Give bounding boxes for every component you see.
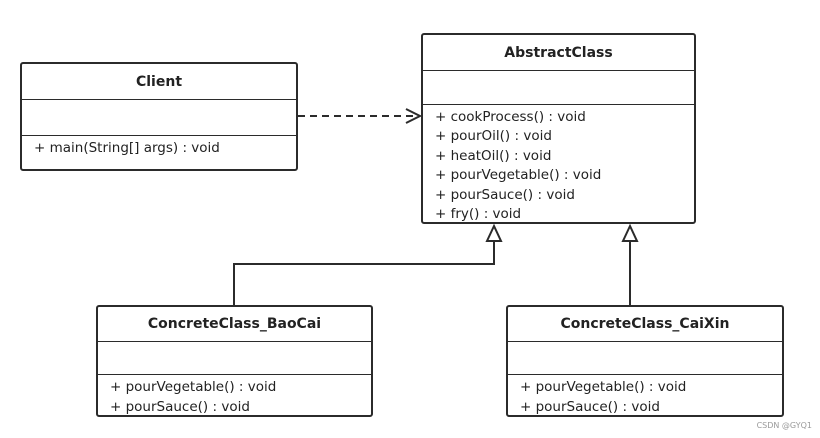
class-client[interactable]: Client + main(String[] args) : void bbox=[20, 62, 298, 171]
class-caixin-operations: + pourVegetable() : void + pourSauce() :… bbox=[508, 375, 782, 415]
operation: + fry() : void bbox=[435, 206, 522, 222]
operation: + pourVegetable() : void bbox=[435, 167, 602, 184]
operation: + main(String[] args) : void bbox=[34, 140, 220, 156]
operation: + cookProcess() : void bbox=[435, 108, 586, 125]
class-baocai-operations: + pourVegetable() : void + pourSauce() :… bbox=[98, 375, 371, 415]
class-abstract[interactable]: AbstractClass + cookProcess() : void + p… bbox=[421, 33, 696, 224]
operation: + heatOil() : void bbox=[435, 147, 552, 164]
watermark: CSDN @GYQ1 bbox=[756, 421, 812, 430]
class-baocai-attributes bbox=[98, 342, 371, 376]
operation: + pourSauce() : void bbox=[520, 398, 660, 415]
class-abstract-name: AbstractClass bbox=[423, 35, 694, 72]
operation: + pourVegetable() : void bbox=[520, 379, 687, 396]
class-client-name: Client bbox=[22, 64, 296, 100]
class-abstract-attributes bbox=[423, 71, 694, 105]
generalization-caixin-to-abstract bbox=[621, 223, 639, 305]
class-baocai-name: ConcreteClass_BaoCai bbox=[98, 307, 371, 343]
class-baocai[interactable]: ConcreteClass_BaoCai + pourVegetable() :… bbox=[96, 305, 373, 417]
class-client-operations: + main(String[] args) : void bbox=[22, 136, 296, 159]
class-caixin-name: ConcreteClass_CaiXin bbox=[508, 307, 782, 343]
class-client-attributes bbox=[22, 100, 296, 136]
generalization-baocai-to-abstract bbox=[233, 223, 503, 305]
operation: + pourVegetable() : void bbox=[110, 379, 277, 396]
class-abstract-operations: + cookProcess() : void + pourOil() : voi… bbox=[423, 105, 694, 222]
operation: + pourSauce() : void bbox=[435, 186, 575, 203]
dependency-client-to-abstract bbox=[298, 108, 423, 124]
class-caixin-attributes bbox=[508, 342, 782, 376]
class-caixin[interactable]: ConcreteClass_CaiXin + pourVegetable() :… bbox=[506, 305, 784, 417]
operation: + pourSauce() : void bbox=[110, 398, 250, 415]
operation: + pourOil() : void bbox=[435, 128, 552, 145]
